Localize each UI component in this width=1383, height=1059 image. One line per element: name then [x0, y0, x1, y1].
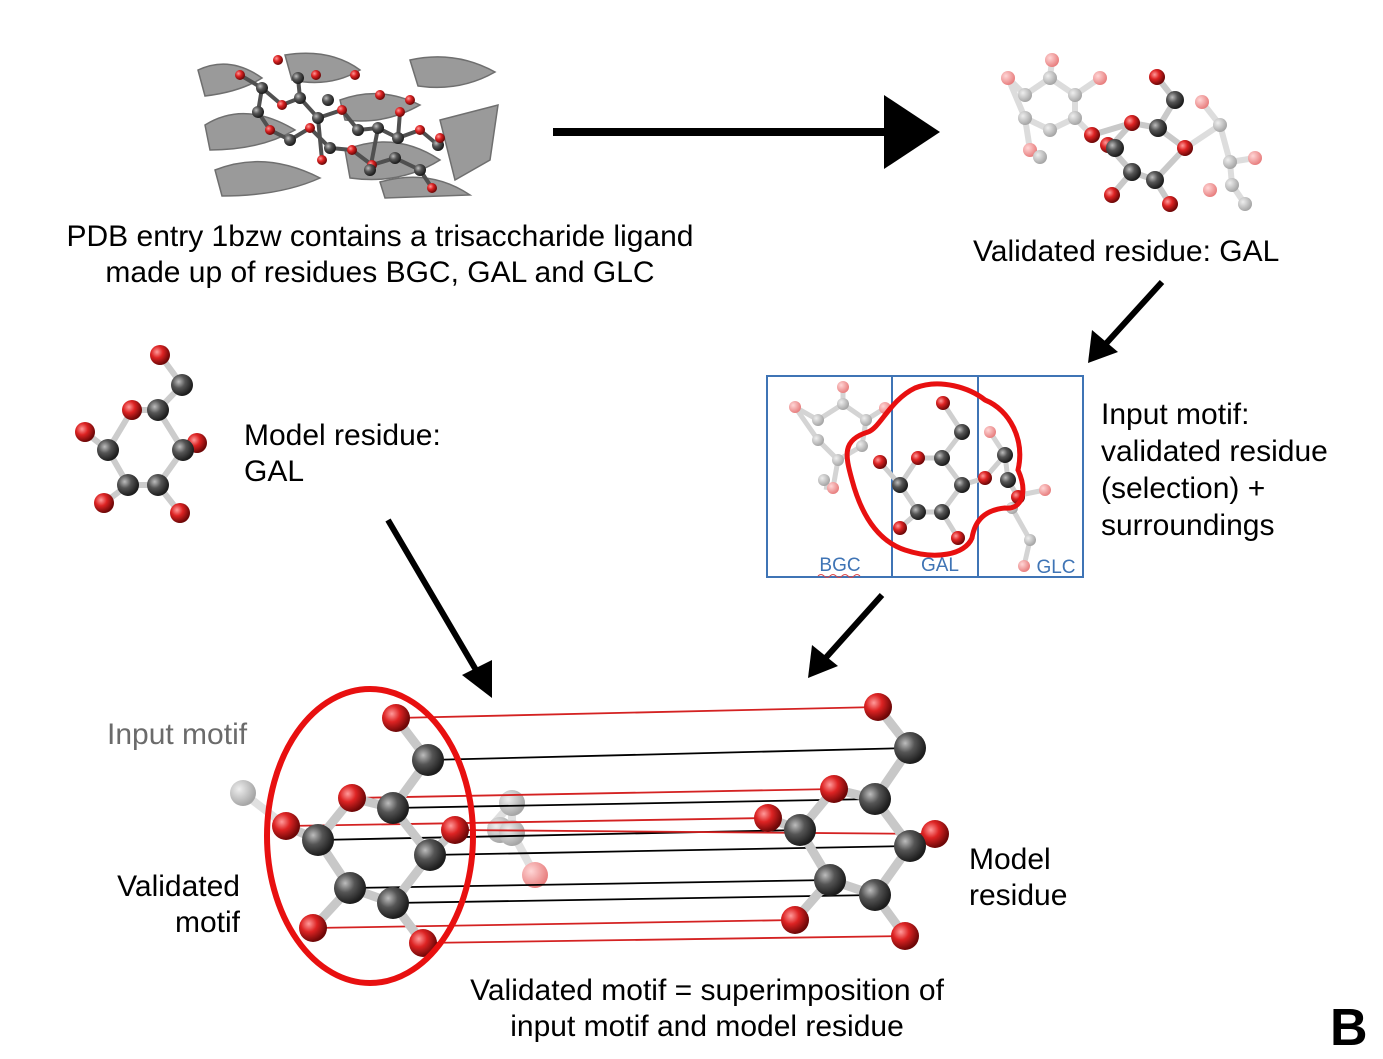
model-residue-label-line-1: Model [969, 843, 1051, 876]
bottom-caption-line-2: input motif and model residue [510, 1010, 904, 1043]
input-motif-caption-line-3: (selection) + [1101, 472, 1266, 505]
arrow-to-validated-residue [553, 95, 940, 169]
model-residue-caption-line-1: Model residue: [244, 419, 441, 452]
input-motif-caption-line-4: surroundings [1101, 509, 1275, 542]
pdb-caption-line-2: made up of residues BGC, GAL and GLC [105, 256, 655, 289]
model-residue-caption: Model residue: GAL [244, 418, 441, 490]
arrow-to-input-motif [1088, 279, 1165, 363]
superposition-figure [230, 686, 949, 986]
model-residue-label: Model residue [969, 842, 1067, 914]
input-motif-caption: Input motif: validated residue (selectio… [1101, 396, 1328, 544]
protein-structure-image [193, 50, 501, 200]
panel-label-bgc: BGC [819, 555, 860, 576]
arrow-model-to-superposition [385, 518, 492, 698]
input-motif-label: Input motif [107, 718, 248, 751]
input-motif-panel: BGC GAL GLC [766, 375, 1084, 578]
model-residue-image [75, 345, 207, 523]
input-motif-caption-line-2: validated residue [1101, 435, 1328, 468]
model-residue-caption-line-2: GAL [244, 455, 305, 488]
pdb-entry-caption: PDB entry 1bzw contains a trisaccharide … [20, 219, 740, 291]
bottom-caption: Validated motif = superimposition of inp… [400, 973, 1014, 1045]
arrow-panel-to-superposition [808, 592, 885, 678]
validated-residue-image [1001, 53, 1262, 212]
bottom-caption-line-1: Validated motif = superimposition of [470, 974, 944, 1007]
validated-motif-label: Validated motif [60, 869, 240, 941]
input-motif-caption-line-1: Input motif: [1101, 398, 1250, 431]
pdb-caption-line-1: PDB entry 1bzw contains a trisaccharide … [66, 220, 694, 253]
figure-panel-letter: B [1330, 999, 1368, 1057]
model-residue-label-line-2: residue [969, 879, 1068, 912]
validated-residue-caption: Validated residue: GAL [973, 235, 1280, 268]
panel-label-gal: GAL [921, 555, 959, 576]
validated-motif-label-line-2: motif [174, 906, 240, 939]
validated-motif-label-line-1: Validated [117, 870, 240, 903]
panel-label-glc: GLC [1036, 557, 1075, 578]
